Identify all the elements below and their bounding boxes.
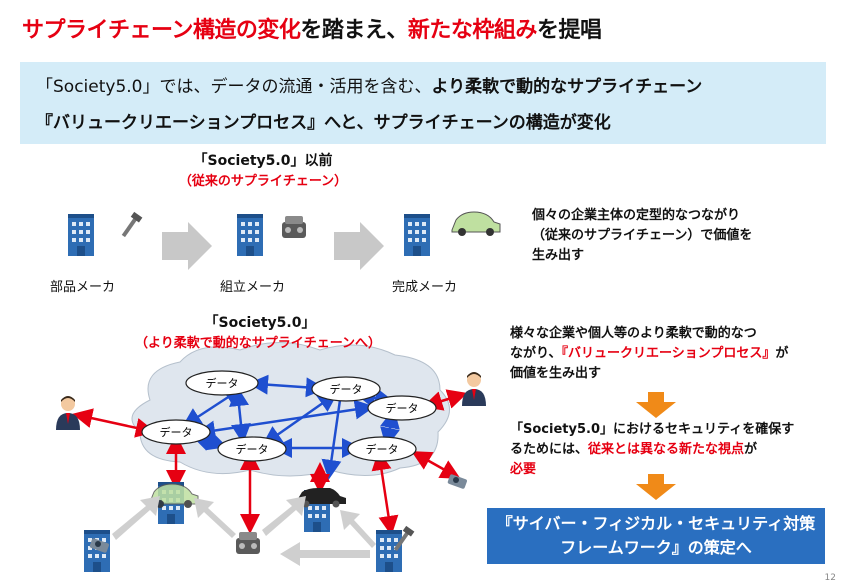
- before-description: 個々の企業主体の定型的なつながり （従来のサプライチェーン）で価値を 生み出す: [532, 206, 832, 266]
- before-title: 「Society5.0」以前: [193, 153, 333, 169]
- vcp-desc-line1: 様々な企業や個人等のより柔軟で動的なつ: [510, 326, 757, 341]
- data-node-6-label: データ: [366, 442, 399, 456]
- banner-line2: 『バリュークリエーションプロセス』へと、サプライチェーンの構造が変化: [36, 113, 611, 133]
- banner-line1-normal: 「Society5.0」では、データの流通・活用を含む、: [36, 77, 432, 97]
- data-node-3: [367, 395, 437, 421]
- car-icon: [451, 211, 501, 237]
- security-desc-line2c: が: [744, 442, 758, 457]
- framework-box: 『サイバー・フィジカル・セキュリティ対策 フレームワーク』の策定へ: [487, 508, 825, 564]
- title-part1: サプライチェーン構造の変化: [22, 18, 301, 43]
- data-node-3-label: データ: [386, 401, 419, 415]
- title-part3: 新たな枠組み: [407, 18, 538, 43]
- data-node-2: [311, 376, 381, 402]
- before-desc-line2: （従来のサプライチェーン）で価値を: [532, 228, 753, 243]
- banner-line1-bold: より柔軟で動的なサプライチェーン: [431, 77, 703, 97]
- vcp-desc-line2b: 『バリュークリエーションプロセス』: [561, 346, 776, 361]
- security-desc-line2a: るためには、: [510, 442, 589, 457]
- data-node-5-label: データ: [236, 442, 269, 456]
- parts-maker-label: 部品メーカ: [50, 280, 116, 295]
- security-desc-line3: 必要: [510, 462, 537, 477]
- data-node-5: [217, 436, 287, 462]
- data-node-6: [347, 436, 417, 462]
- data-node-4-label: データ: [160, 425, 193, 439]
- down-arrow-2: [636, 474, 676, 500]
- building-icon-bottom-right: [376, 530, 402, 572]
- after-subtitle: （より柔軟で動的なサプライチェーンへ）: [134, 336, 382, 351]
- framework-line1: 『サイバー・フィジカル・セキュリティ対策: [496, 514, 816, 533]
- vcp-desc-line2: ながり、『バリュークリエーションプロセス』が: [510, 344, 830, 364]
- person-icon-left: [56, 396, 80, 430]
- camera-icon-right: [447, 473, 468, 490]
- engine-icon: [282, 216, 306, 238]
- physical-flow-arrows: [112, 496, 376, 566]
- before-desc-line3: 生み出す: [532, 248, 585, 263]
- after-title: 「Society5.0」: [204, 315, 316, 331]
- parts-maker-building-icon: [68, 214, 94, 256]
- security-desc-line1: 「Society5.0」におけるセキュリティを確保す: [510, 422, 795, 437]
- banner-line1: 「Society5.0」では、データの流通・活用を含む、より柔軟で動的なサプライ…: [36, 72, 702, 97]
- data-node-2-label: データ: [330, 382, 363, 396]
- title-part4: を提唱: [536, 18, 602, 43]
- data-node-1-label: データ: [206, 376, 239, 390]
- security-description: 「Society5.0」におけるセキュリティを確保す るためには、従来とは異なる…: [510, 420, 830, 480]
- vcp-description: 様々な企業や個人等のより柔軟で動的なつ ながり、『バリュークリエーションプロセス…: [510, 324, 830, 384]
- data-node-4: [141, 419, 211, 445]
- down-arrow-1: [636, 392, 676, 418]
- data-links: [181, 374, 400, 480]
- summary-banner: 「Society5.0」では、データの流通・活用を含む、より柔軟で動的なサプライ…: [20, 62, 826, 144]
- assembly-maker-building-icon: [237, 214, 263, 256]
- before-subtitle: （従来のサプライチェーン）: [178, 174, 348, 189]
- title-part2: を踏まえ、: [300, 18, 408, 43]
- entity-links: [72, 389, 468, 536]
- security-desc-line2: るためには、従来とは異なる新たな視点が: [510, 440, 830, 460]
- framework-line2: フレームワーク』の策定へ: [560, 538, 752, 557]
- vcp-desc-line2a: ながり、: [510, 346, 562, 361]
- bolt-icon: [121, 211, 143, 238]
- person-icon-right: [462, 372, 486, 406]
- assembly-maker-label: 組立メーカ: [220, 280, 286, 295]
- before-desc-line1: 個々の企業主体の定型的なつながり: [532, 208, 741, 223]
- page-title: サプライチェーン構造の変化を踏まえ、新たな枠組みを提唱: [22, 12, 602, 44]
- finished-maker-building-icon: [404, 214, 430, 256]
- engine-icon-bottom: [236, 532, 260, 554]
- security-desc-line2b: 従来とは異なる新たな視点: [588, 442, 745, 457]
- gray-arrow-2: [334, 222, 384, 270]
- vcp-desc-line2c: が: [775, 346, 789, 361]
- data-node-1: [185, 370, 259, 396]
- vcp-desc-line3: 価値を生み出す: [510, 366, 602, 381]
- page-number: 12: [824, 573, 836, 583]
- gray-arrow-1: [162, 222, 212, 270]
- finished-maker-label: 完成メーカ: [392, 280, 458, 295]
